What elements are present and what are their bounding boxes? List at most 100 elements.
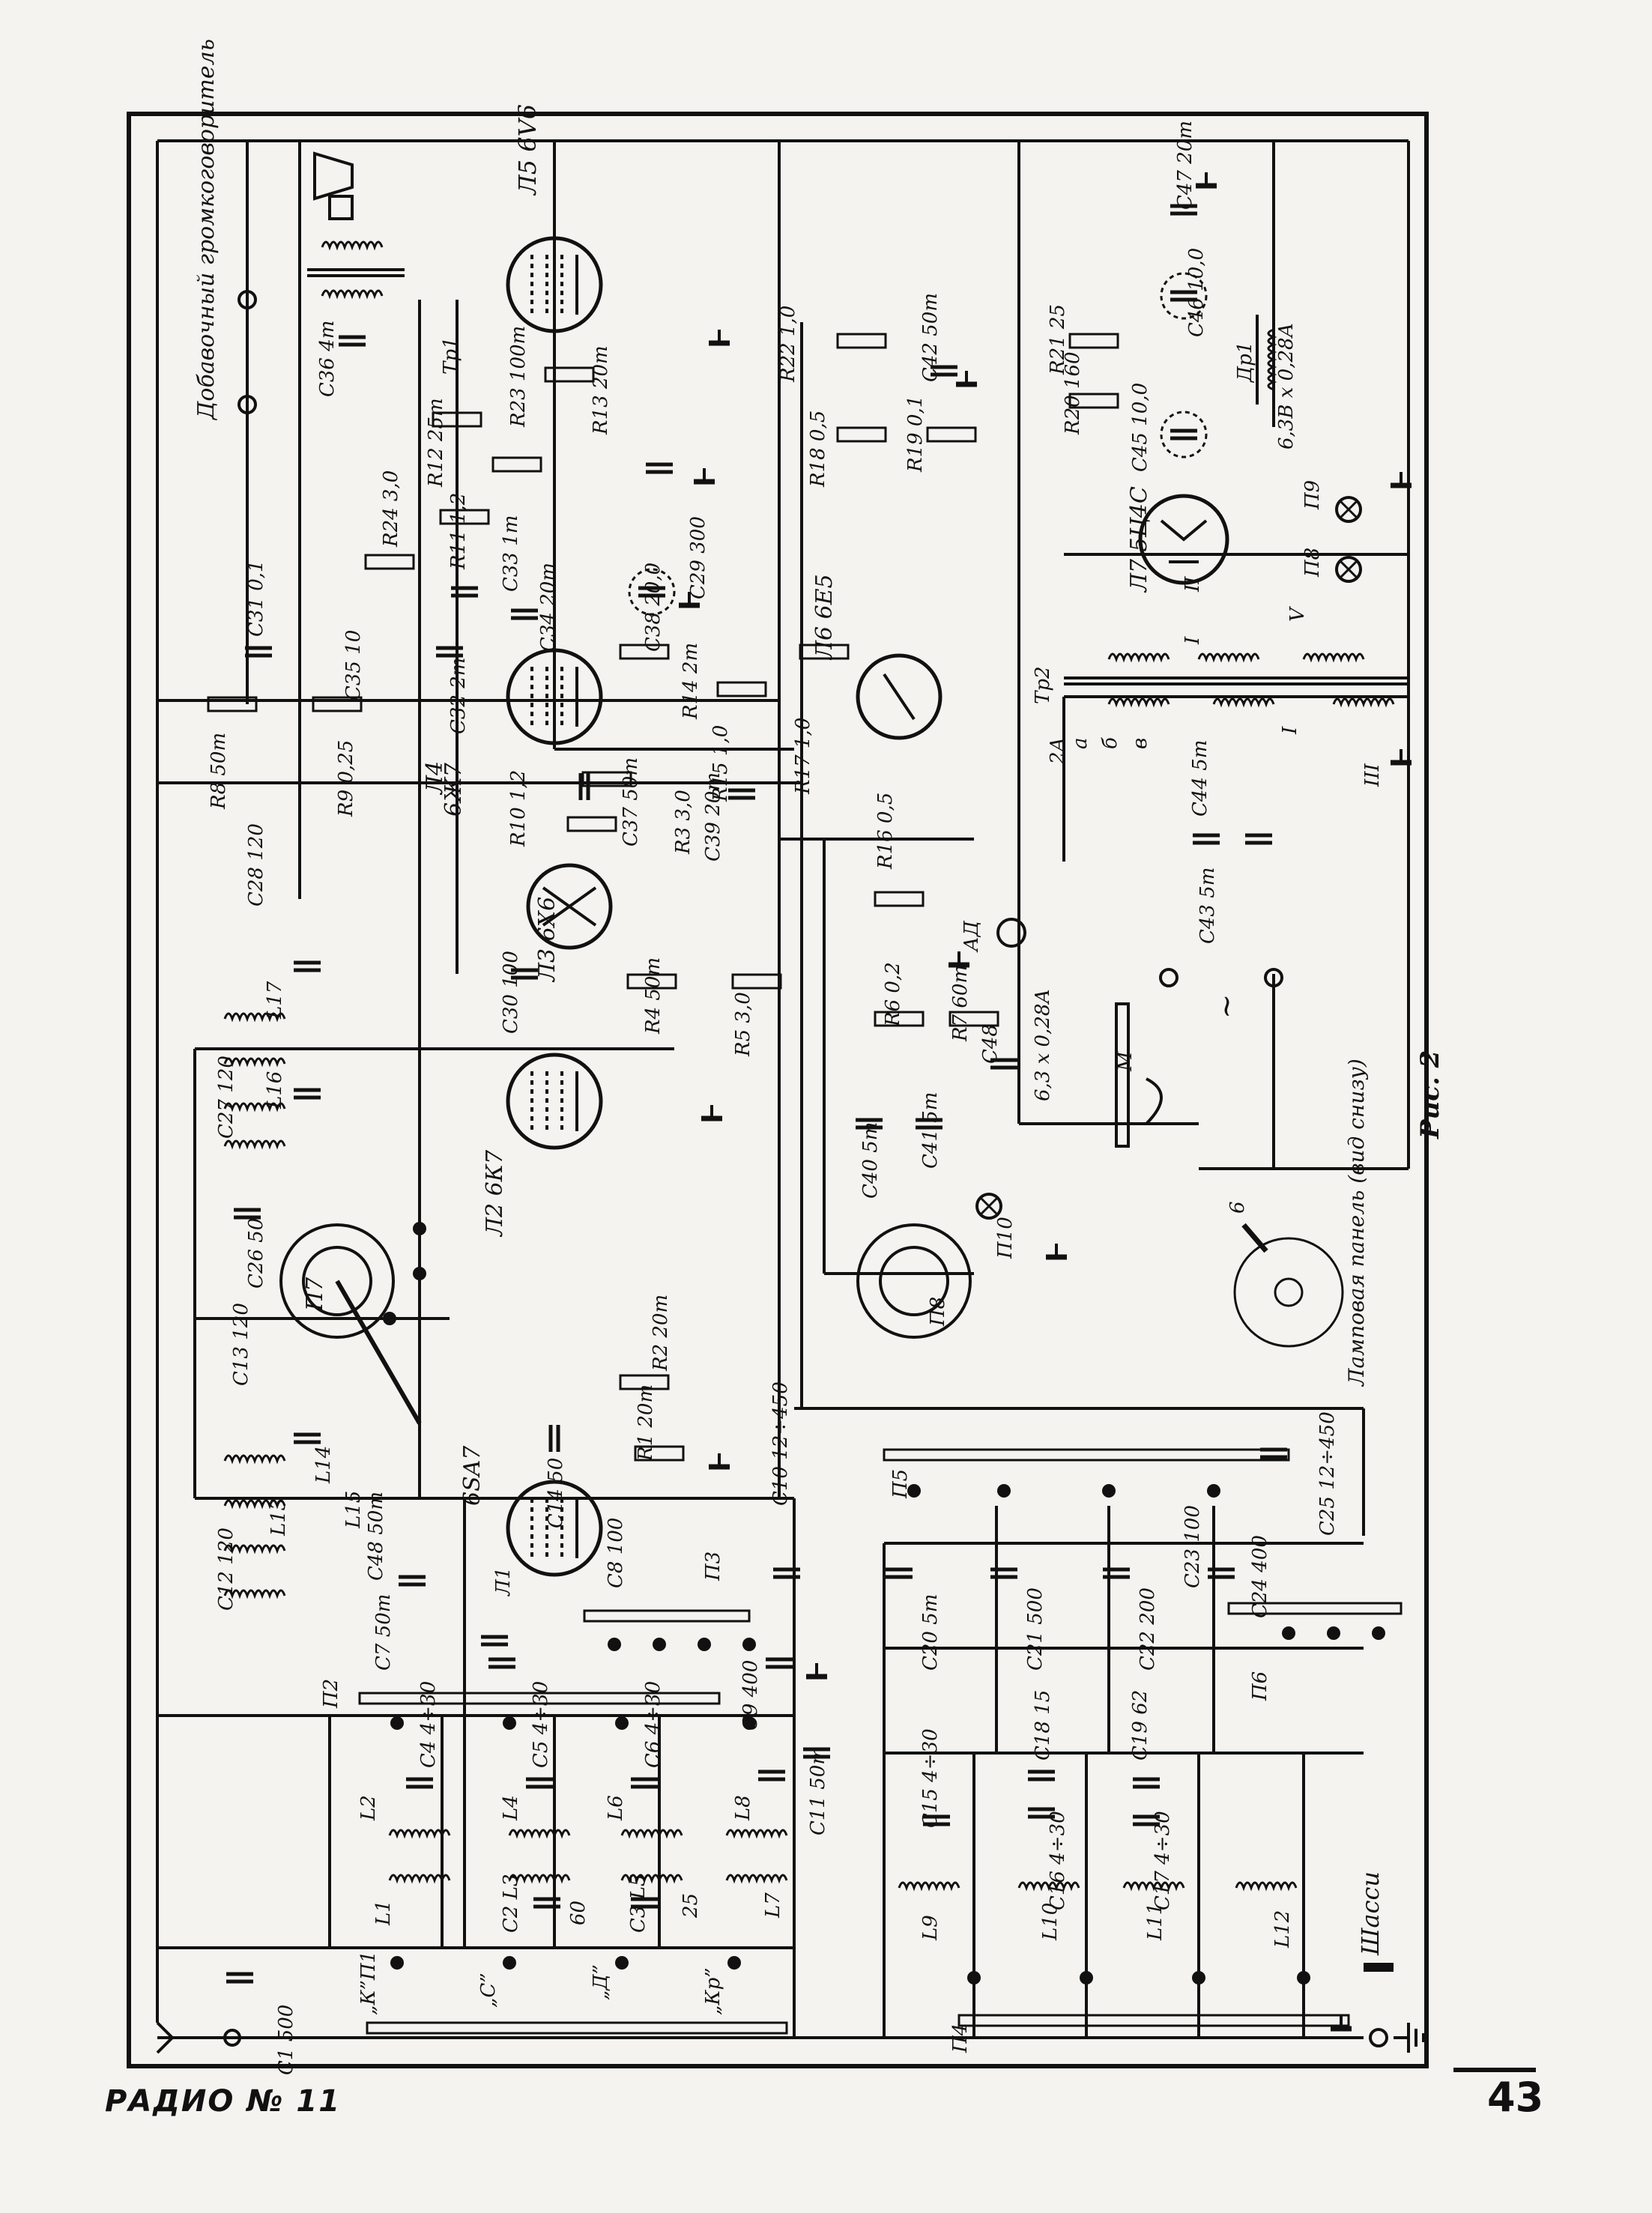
svg-text:Л3 6Х6: Л3 6Х6	[534, 897, 560, 983]
svg-text:L17: L17	[264, 981, 286, 1020]
svg-text:R7 60т: R7 60т	[949, 965, 972, 1042]
svg-text:C30 100: C30 100	[500, 951, 522, 1034]
svg-text:Др1: Др1	[1234, 342, 1256, 383]
turntable-motor	[1115, 1002, 1163, 1148]
svg-text:C40 5т: C40 5т	[859, 1122, 882, 1199]
svg-text:П8: П8	[1301, 548, 1324, 578]
svg-text:C45 10,0: C45 10,0	[1129, 383, 1152, 472]
slide-switches	[358, 1448, 1403, 2035]
svg-text:„К”П1: „К”П1	[357, 1951, 380, 2015]
svg-text:C4 4÷30: C4 4÷30	[417, 1681, 440, 1768]
svg-text:М: М	[1114, 1050, 1137, 1072]
svg-text:C24 400: C24 400	[1249, 1535, 1271, 1618]
svg-text:L10: L10	[1039, 1903, 1062, 1941]
svg-text:R19 0,1: R19 0,1	[904, 396, 927, 473]
svg-text:C2 L3: C2 L3	[500, 1874, 522, 1933]
svg-text:R20 160: R20 160	[1062, 351, 1084, 435]
svg-text:R14 2т: R14 2т	[680, 643, 702, 720]
electrolytic-capacitors	[628, 206, 1208, 616]
tube-socket-view	[1233, 1223, 1344, 1348]
svg-text:6: 6	[1226, 1201, 1249, 1214]
loudspeaker	[307, 151, 405, 297]
svg-text:П7: П7	[302, 1277, 328, 1312]
svg-text:L12: L12	[1271, 1910, 1294, 1949]
page-number: 43	[1487, 2074, 1544, 2121]
svg-text:C19 62: C19 62	[1129, 1690, 1152, 1761]
svg-text:R8 50т: R8 50т	[208, 733, 230, 810]
svg-text:C13 120: C13 120	[230, 1303, 252, 1386]
tube-L6-6E5	[856, 653, 943, 740]
svg-text:П10: П10	[994, 1217, 1017, 1259]
svg-text:C39 20т: C39 20т	[702, 772, 724, 862]
svg-text:C37 50т: C37 50т	[620, 757, 642, 847]
svg-text:L8: L8	[732, 1795, 754, 1821]
outer-frame	[127, 112, 1429, 2068]
component-labels: Добавочный громкоговоритель Л5 6V6 Тр1 C…	[193, 39, 1445, 2075]
svg-text:а: а	[1069, 737, 1092, 749]
svg-text:C18 15: C18 15	[1032, 1690, 1054, 1761]
svg-text:П9: П9	[1301, 480, 1324, 510]
svg-text:C6 4÷30: C6 4÷30	[642, 1681, 665, 1768]
wafer-switch-P7	[279, 1223, 422, 1425]
svg-text:Ламповая панель (вид снизу): Ламповая панель (вид снизу)	[1344, 1059, 1369, 1387]
svg-text:C12 120: C12 120	[215, 1528, 237, 1611]
svg-text:R4 50т: R4 50т	[642, 957, 665, 1035]
svg-text:Л4: Л4	[422, 761, 448, 796]
svg-text:6Ж7: 6Ж7	[441, 762, 467, 817]
svg-text:C38 20,0: C38 20,0	[642, 563, 665, 652]
wafer-switch-P8	[856, 1223, 972, 1339]
svg-text:„Д”: „Д”	[590, 1964, 612, 2000]
svg-text:I: I	[1279, 726, 1301, 735]
svg-text:C42 50т: C42 50т	[919, 293, 942, 382]
svg-text:C27 120: C27 120	[215, 1056, 237, 1139]
svg-text:R15 1,0: R15 1,0	[709, 725, 732, 802]
svg-text:C11 50т: C11 50т	[807, 1746, 829, 1835]
svg-text:C22 200: C22 200	[1137, 1587, 1159, 1671]
svg-text:C47 20т: C47 20т	[1174, 121, 1196, 210]
svg-text:C44 5т: C44 5т	[1189, 740, 1211, 817]
svg-text:C3 L5: C3 L5	[627, 1874, 650, 1933]
svg-text:П8: П8	[927, 1297, 949, 1327]
svg-text:R11 1,2: R11 1,2	[447, 493, 470, 570]
svg-text:L1: L1	[372, 1900, 395, 1926]
svg-text:R17 1,0: R17 1,0	[792, 718, 814, 795]
svg-text:П3: П3	[702, 1551, 724, 1581]
magazine-footer: РАДИО № 11	[105, 2084, 342, 2119]
svg-text:„Кр”: „Кр”	[702, 1967, 724, 2015]
svg-text:б: б	[1099, 737, 1122, 749]
svg-text:C5 4÷30: C5 4÷30	[530, 1681, 552, 1768]
svg-text:C23 100: C23 100	[1181, 1505, 1204, 1588]
svg-text:L9: L9	[919, 1915, 942, 1941]
svg-text:C29 300: C29 300	[687, 516, 709, 599]
svg-text:C1 500: C1 500	[275, 2005, 297, 2075]
svg-text:в: в	[1129, 738, 1152, 749]
svg-text:R13 20т: R13 20т	[590, 345, 612, 435]
chassis-ground	[1364, 1963, 1425, 2053]
svg-text:П4: П4	[949, 2023, 972, 2053]
svg-text:L15: L15	[342, 1491, 365, 1529]
wiring	[156, 139, 1410, 2039]
svg-text:C46 10,0: C46 10,0	[1185, 248, 1208, 337]
svg-text:П5: П5	[889, 1469, 912, 1499]
filter-choke-Dr1	[1256, 315, 1275, 405]
svg-text:R2 20т: R2 20т	[650, 1295, 672, 1372]
svg-text:C36 4т: C36 4т	[316, 321, 339, 397]
svg-text:L2: L2	[357, 1795, 380, 1821]
svg-text:~: ~	[1209, 993, 1244, 1019]
svg-text:L7: L7	[762, 1892, 784, 1919]
tube-L7-5Ts4S	[1138, 494, 1229, 585]
svg-text:I: I	[1181, 636, 1204, 645]
svg-text:C31 0,1: C31 0,1	[245, 560, 267, 637]
svg-text:L6: L6	[605, 1795, 627, 1821]
svg-text:R21 25: R21 25	[1047, 304, 1069, 375]
svg-text:Шасси: Шасси	[1356, 1871, 1385, 1956]
svg-text:C7 50т: C7 50т	[372, 1594, 395, 1671]
antenna-symbol	[156, 2021, 241, 2054]
svg-text:6SA7: 6SA7	[459, 1445, 485, 1506]
svg-text:V: V	[1286, 606, 1309, 622]
svg-text:C26 50: C26 50	[245, 1218, 267, 1289]
svg-text:C48: C48	[979, 1024, 1002, 1064]
tube-L3-6Kh6	[526, 863, 613, 950]
svg-text:Тр1: Тр1	[440, 336, 462, 375]
